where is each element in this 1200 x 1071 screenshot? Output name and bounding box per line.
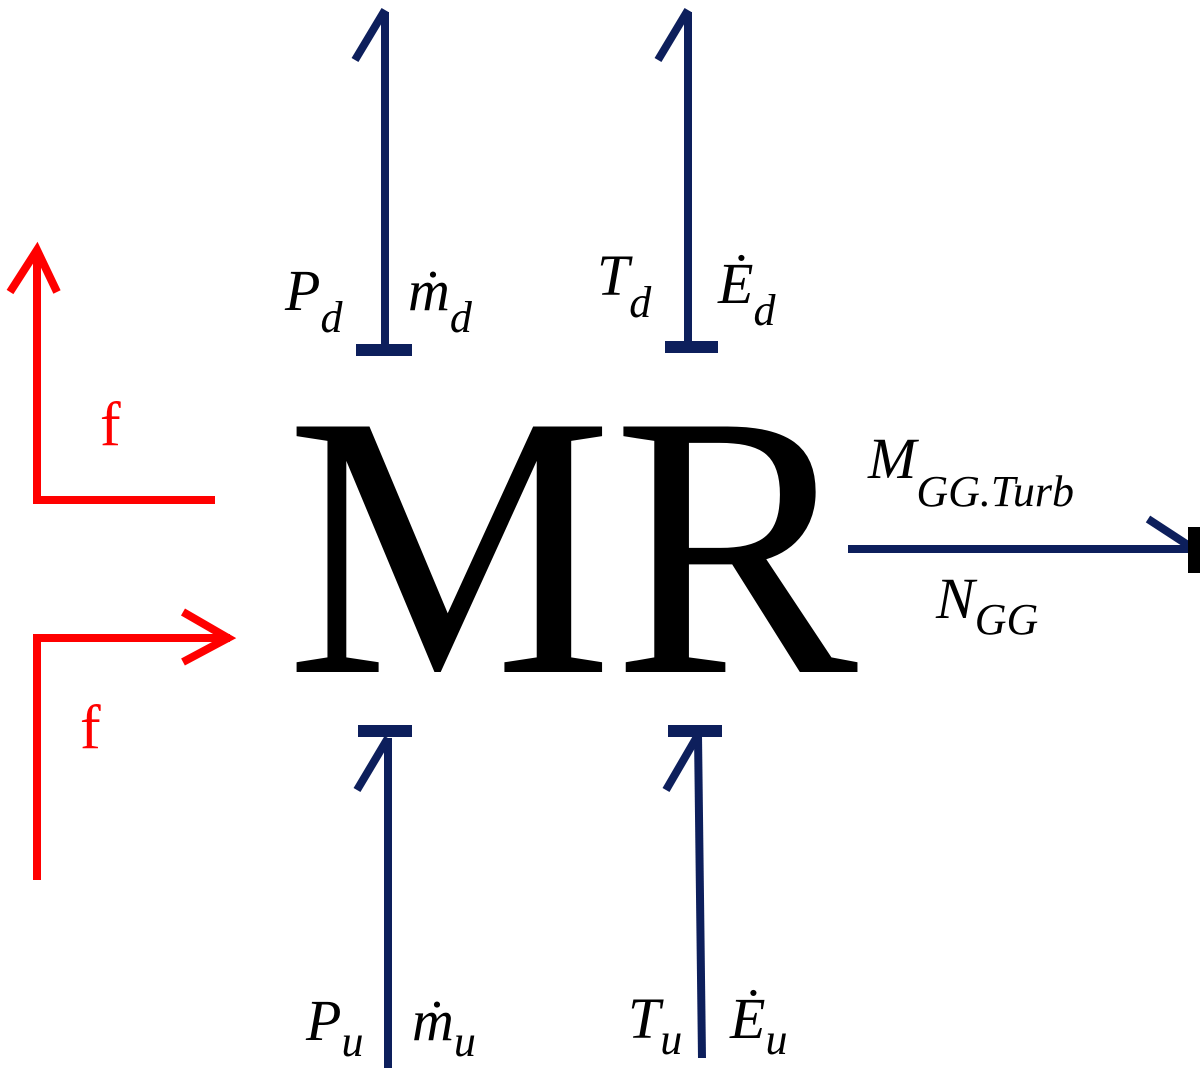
port-bottom-left-effort: Pu <box>305 988 363 1066</box>
port-right-flow: NGG <box>935 566 1038 644</box>
port-top-left-flow: ṁd <box>408 258 473 342</box>
port-top-right-effort: Td <box>597 243 652 327</box>
bond-right-half-arrow <box>1145 515 1197 553</box>
upper-flag <box>6 241 215 504</box>
bond-top-left <box>351 7 412 356</box>
lower-flag-arrowhead <box>180 608 237 666</box>
bond-right <box>848 515 1197 553</box>
bond-top-right <box>654 7 718 353</box>
bond-bottom-left <box>353 725 412 1068</box>
lower-flag <box>33 608 237 880</box>
bond-top-right-half-arrow <box>654 7 692 63</box>
port-top-left-effort: Pd <box>284 258 343 342</box>
port-right-effort: MGG.Turb <box>867 426 1074 516</box>
bond-bottom-left-half-arrow <box>353 735 392 793</box>
bond-bottom-right-line <box>694 734 706 1059</box>
element-label: MR <box>286 339 860 754</box>
bond-bottom-right-half-arrow <box>662 732 702 793</box>
lower-flag-line <box>33 634 230 880</box>
port-bottom-left-flow: ṁu <box>412 988 476 1066</box>
upper-flag-label: f <box>100 391 121 459</box>
port-bottom-right-flow: Ėu <box>729 986 787 1064</box>
port-bottom-right-effort: Tu <box>628 986 682 1064</box>
lower-flag-label: f <box>80 694 101 762</box>
bond-bottom-right <box>662 725 722 1059</box>
upper-flag-arrowhead <box>6 241 61 295</box>
port-top-right-flow: Ėd <box>717 251 776 335</box>
bond-top-left-half-arrow <box>351 7 389 63</box>
upper-flag-line <box>33 255 215 504</box>
bond-right-causal-stroke <box>1188 527 1200 573</box>
